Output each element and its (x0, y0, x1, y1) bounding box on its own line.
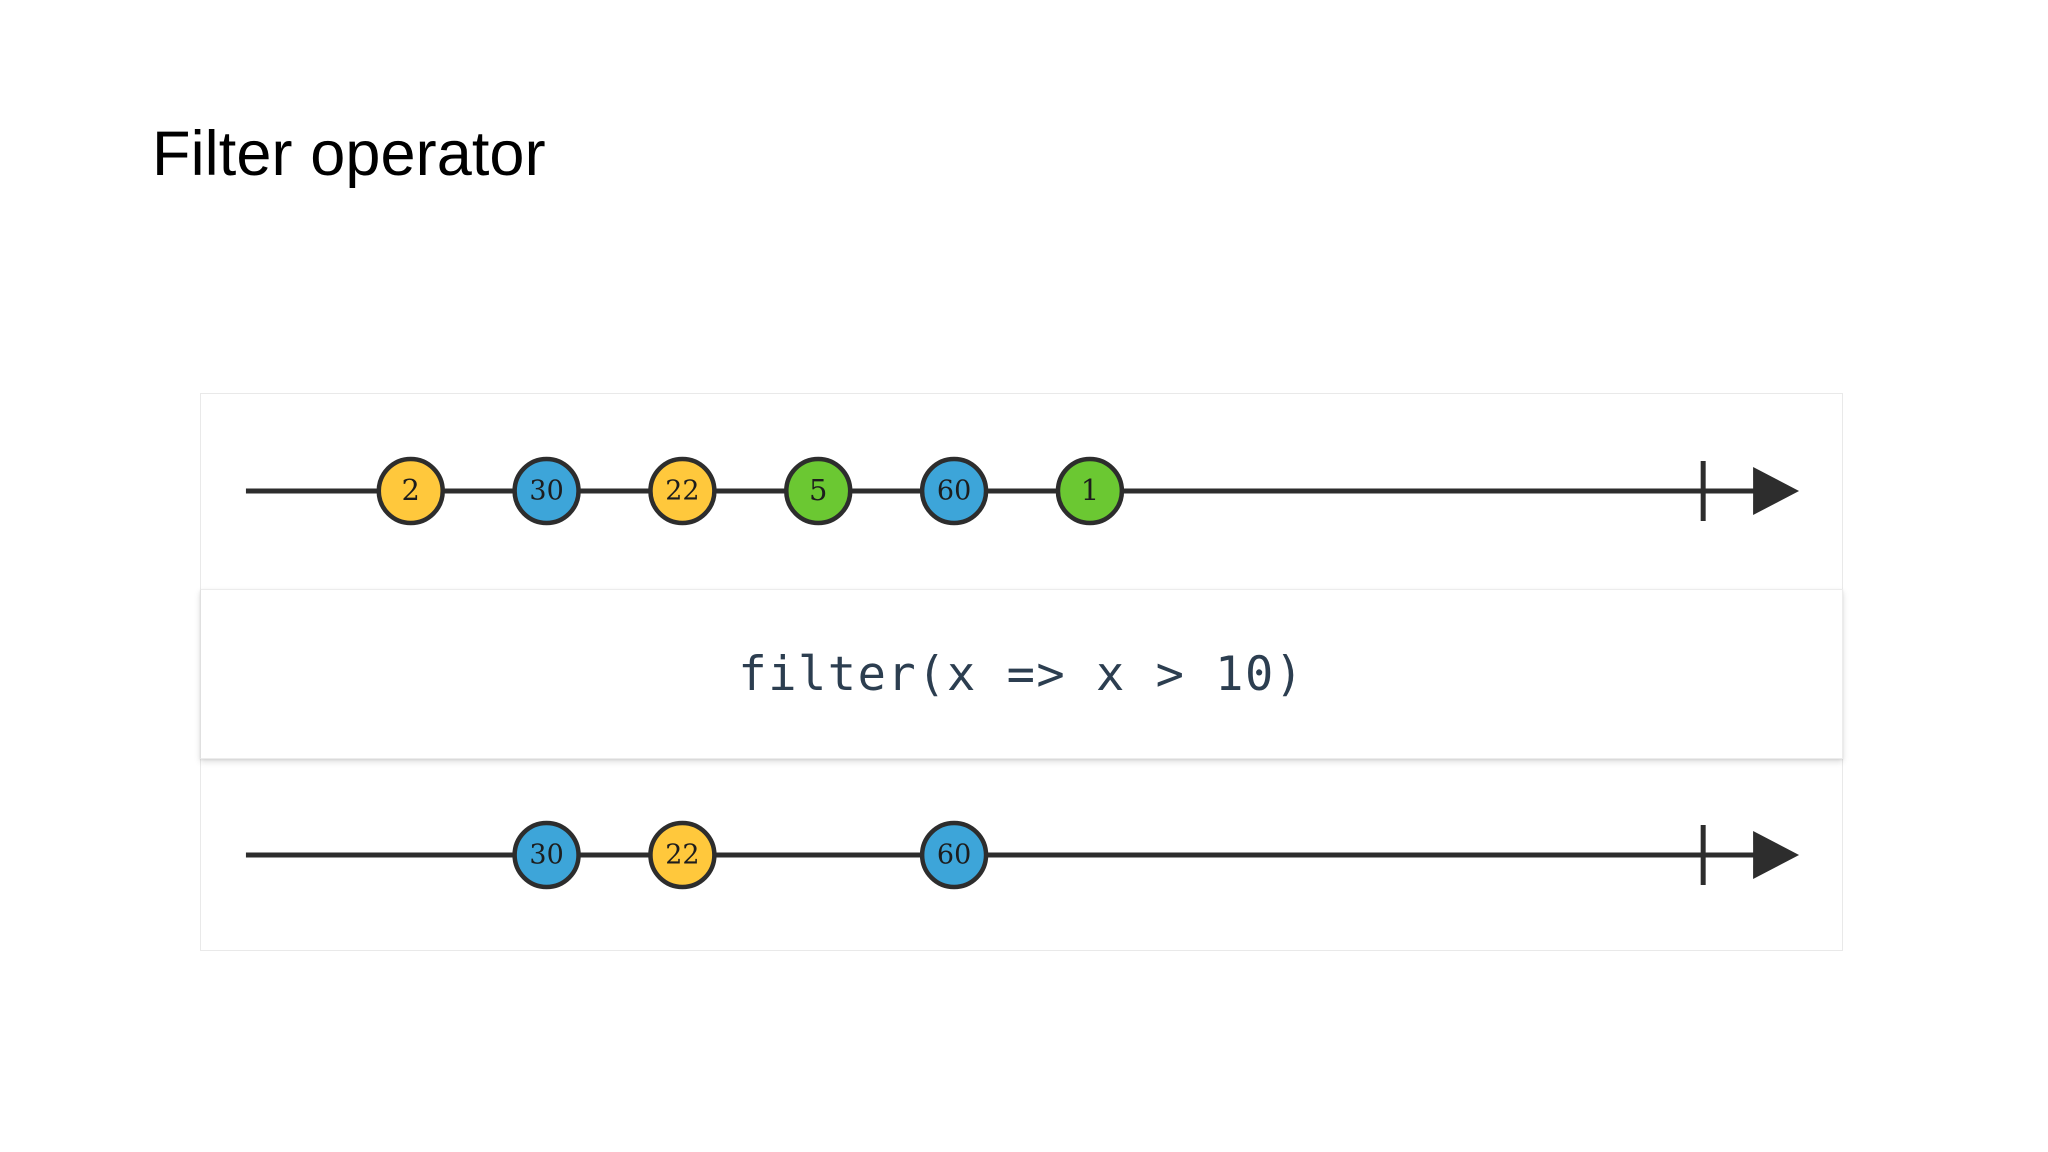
marble-circle (648, 820, 717, 890)
marble-value: 30 (529, 475, 563, 506)
marble[interactable]: 2 (376, 456, 445, 526)
marble-value: 22 (665, 839, 699, 870)
operator-code-text: filter(x => x > 10) (738, 646, 1305, 702)
marble-value: 60 (937, 475, 971, 506)
page-title: Filter operator (152, 119, 546, 189)
marble[interactable]: 30 (512, 820, 581, 890)
marble-circle (648, 456, 717, 526)
marble-value: 22 (665, 475, 699, 506)
source-timeline-svg: 2 30 22 5 60 1 (245, 456, 1800, 526)
marble-value: 5 (809, 473, 827, 507)
marble[interactable]: 22 (648, 456, 717, 526)
marble-circle (512, 456, 581, 526)
marble-diagram: 2 30 22 5 60 1 filter(x => x > 10) 30 22 60 (200, 393, 1843, 951)
result-timeline-svg: 30 22 60 (245, 820, 1800, 890)
source-timeline-arrow-icon (1753, 467, 1800, 515)
marble-value: 1 (1081, 473, 1099, 507)
marble-value: 2 (402, 473, 420, 507)
marble[interactable]: 60 (919, 456, 989, 526)
marble[interactable]: 22 (648, 820, 717, 890)
marble-circle (376, 456, 445, 526)
source-timeline-row: 2 30 22 5 60 1 (201, 394, 1842, 588)
marble-circle (784, 456, 853, 526)
marble-value: 30 (529, 839, 563, 870)
marble-value: 60 (937, 839, 971, 870)
result-timeline-arrow-icon (1753, 831, 1800, 879)
marble[interactable]: 60 (919, 820, 989, 890)
marble[interactable]: 1 (1055, 456, 1125, 526)
marble[interactable]: 5 (784, 456, 853, 526)
marble-circle (919, 456, 989, 526)
result-timeline-row: 30 22 60 (201, 758, 1842, 952)
operator-panel[interactable]: filter(x => x > 10) (200, 589, 1843, 759)
marble[interactable]: 30 (512, 456, 581, 526)
marble-circle (512, 820, 581, 890)
marble-circle (1055, 456, 1125, 526)
marble-circle (919, 820, 989, 890)
